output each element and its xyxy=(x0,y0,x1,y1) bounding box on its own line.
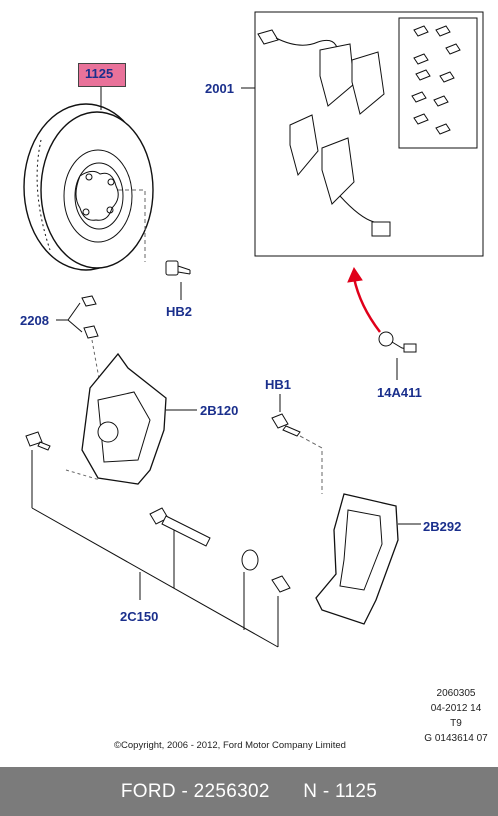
ref-line-2: 04-2012 14 xyxy=(430,703,482,714)
callout-2b292[interactable]: 2B292 xyxy=(423,519,462,534)
footer-ref-number: N - 1125 xyxy=(303,780,378,802)
wear-sensor[interactable] xyxy=(378,331,417,380)
copyright-text: ©Copyright, 2006 - 2012, Ford Motor Comp… xyxy=(114,740,346,751)
callout-2001[interactable]: 2001 xyxy=(205,81,234,96)
footer-spacer xyxy=(270,781,303,803)
exploded-parts-drawing xyxy=(23,11,484,648)
brake-caliper[interactable] xyxy=(81,352,197,485)
red-arrow xyxy=(347,266,381,333)
footer-bar: FORD - 2256302 N - 1125 xyxy=(0,767,498,816)
ref-line-4: G 0143614 07 xyxy=(424,733,488,744)
callout-hb1[interactable]: HB1 xyxy=(265,377,292,392)
guide-pin-kit[interactable] xyxy=(25,431,291,648)
callout-2208[interactable]: 2208 xyxy=(20,313,49,328)
callout-14a411[interactable]: 14A411 xyxy=(377,385,422,400)
callout-1125[interactable]: 1125 xyxy=(85,66,114,81)
caliper-carrier[interactable] xyxy=(315,493,421,625)
bleed-nipple[interactable] xyxy=(56,295,101,385)
ref-line-3: T9 xyxy=(450,718,462,729)
highlight-box xyxy=(78,63,126,87)
brake-disc[interactable] xyxy=(23,86,154,271)
bolt-hb1[interactable] xyxy=(271,394,323,494)
callout-2c150[interactable]: 2C150 xyxy=(120,609,159,624)
bolt-hb2[interactable] xyxy=(165,260,191,300)
callout-hb2[interactable]: HB2 xyxy=(166,304,193,319)
ref-line-1: 2060305 xyxy=(436,688,476,699)
callout-2b120[interactable]: 2B120 xyxy=(200,403,239,418)
pad-kit-frame[interactable] xyxy=(241,11,484,257)
footer-part-number: FORD - 2256302 xyxy=(120,780,270,802)
